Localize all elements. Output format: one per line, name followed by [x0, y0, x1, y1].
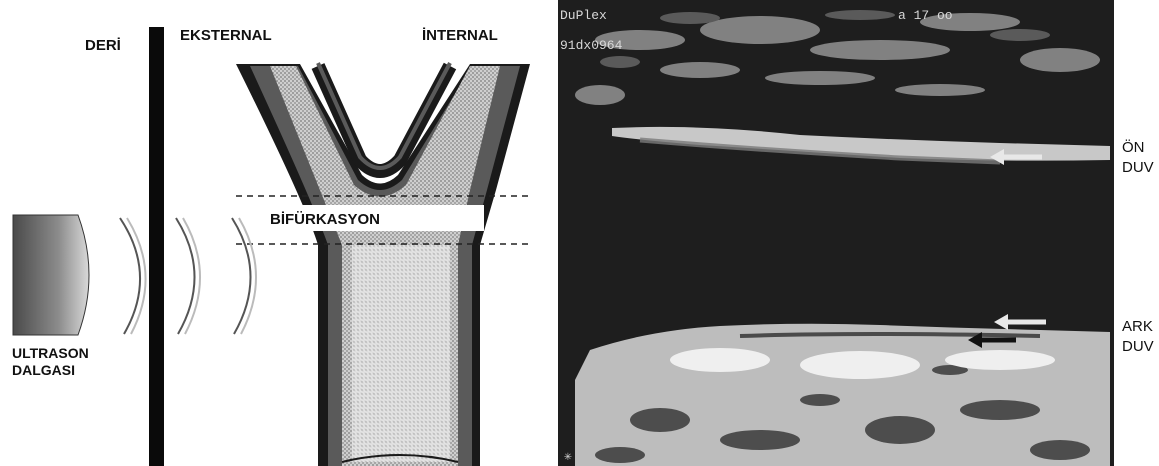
us-overlay-line1: DuPlex	[560, 8, 607, 23]
label-skin: DERİ	[85, 37, 121, 54]
ultrasound-probe	[13, 215, 89, 335]
label-anterior-wall-line2: DUV	[1122, 159, 1154, 176]
label-posterior-wall-line1: ARK	[1122, 318, 1153, 335]
us-overlay-top-right: a 17 oo	[898, 8, 953, 23]
us-overlay-line2: 91dx0964	[560, 38, 623, 53]
label-posterior-wall-line2: DUV	[1122, 338, 1154, 355]
label-external: EKSTERNAL	[180, 27, 272, 44]
skin-line	[149, 27, 164, 466]
ultrasound-image: DuPlex 91dx0964 a 17 oo ✳	[558, 0, 1114, 466]
posterior-wall-echo	[575, 324, 1110, 466]
label-bifurcation: BİFÜRKASYON	[270, 211, 380, 228]
label-ultrasound-line1: ULTRASON	[12, 345, 89, 361]
label-internal: İNTERNAL	[422, 27, 498, 44]
vessel-lumen-lower	[352, 245, 450, 462]
us-corner-marker: ✳	[564, 449, 572, 464]
carotid-schematic: DERİ EKSTERNAL İNTERNAL BİFÜRKASYON ULTR…	[12, 27, 530, 466]
label-anterior-wall-line1: ÖN	[1122, 138, 1145, 156]
label-ultrasound-line2: DALGASI	[12, 362, 75, 378]
ultrasound-waves	[120, 218, 256, 334]
